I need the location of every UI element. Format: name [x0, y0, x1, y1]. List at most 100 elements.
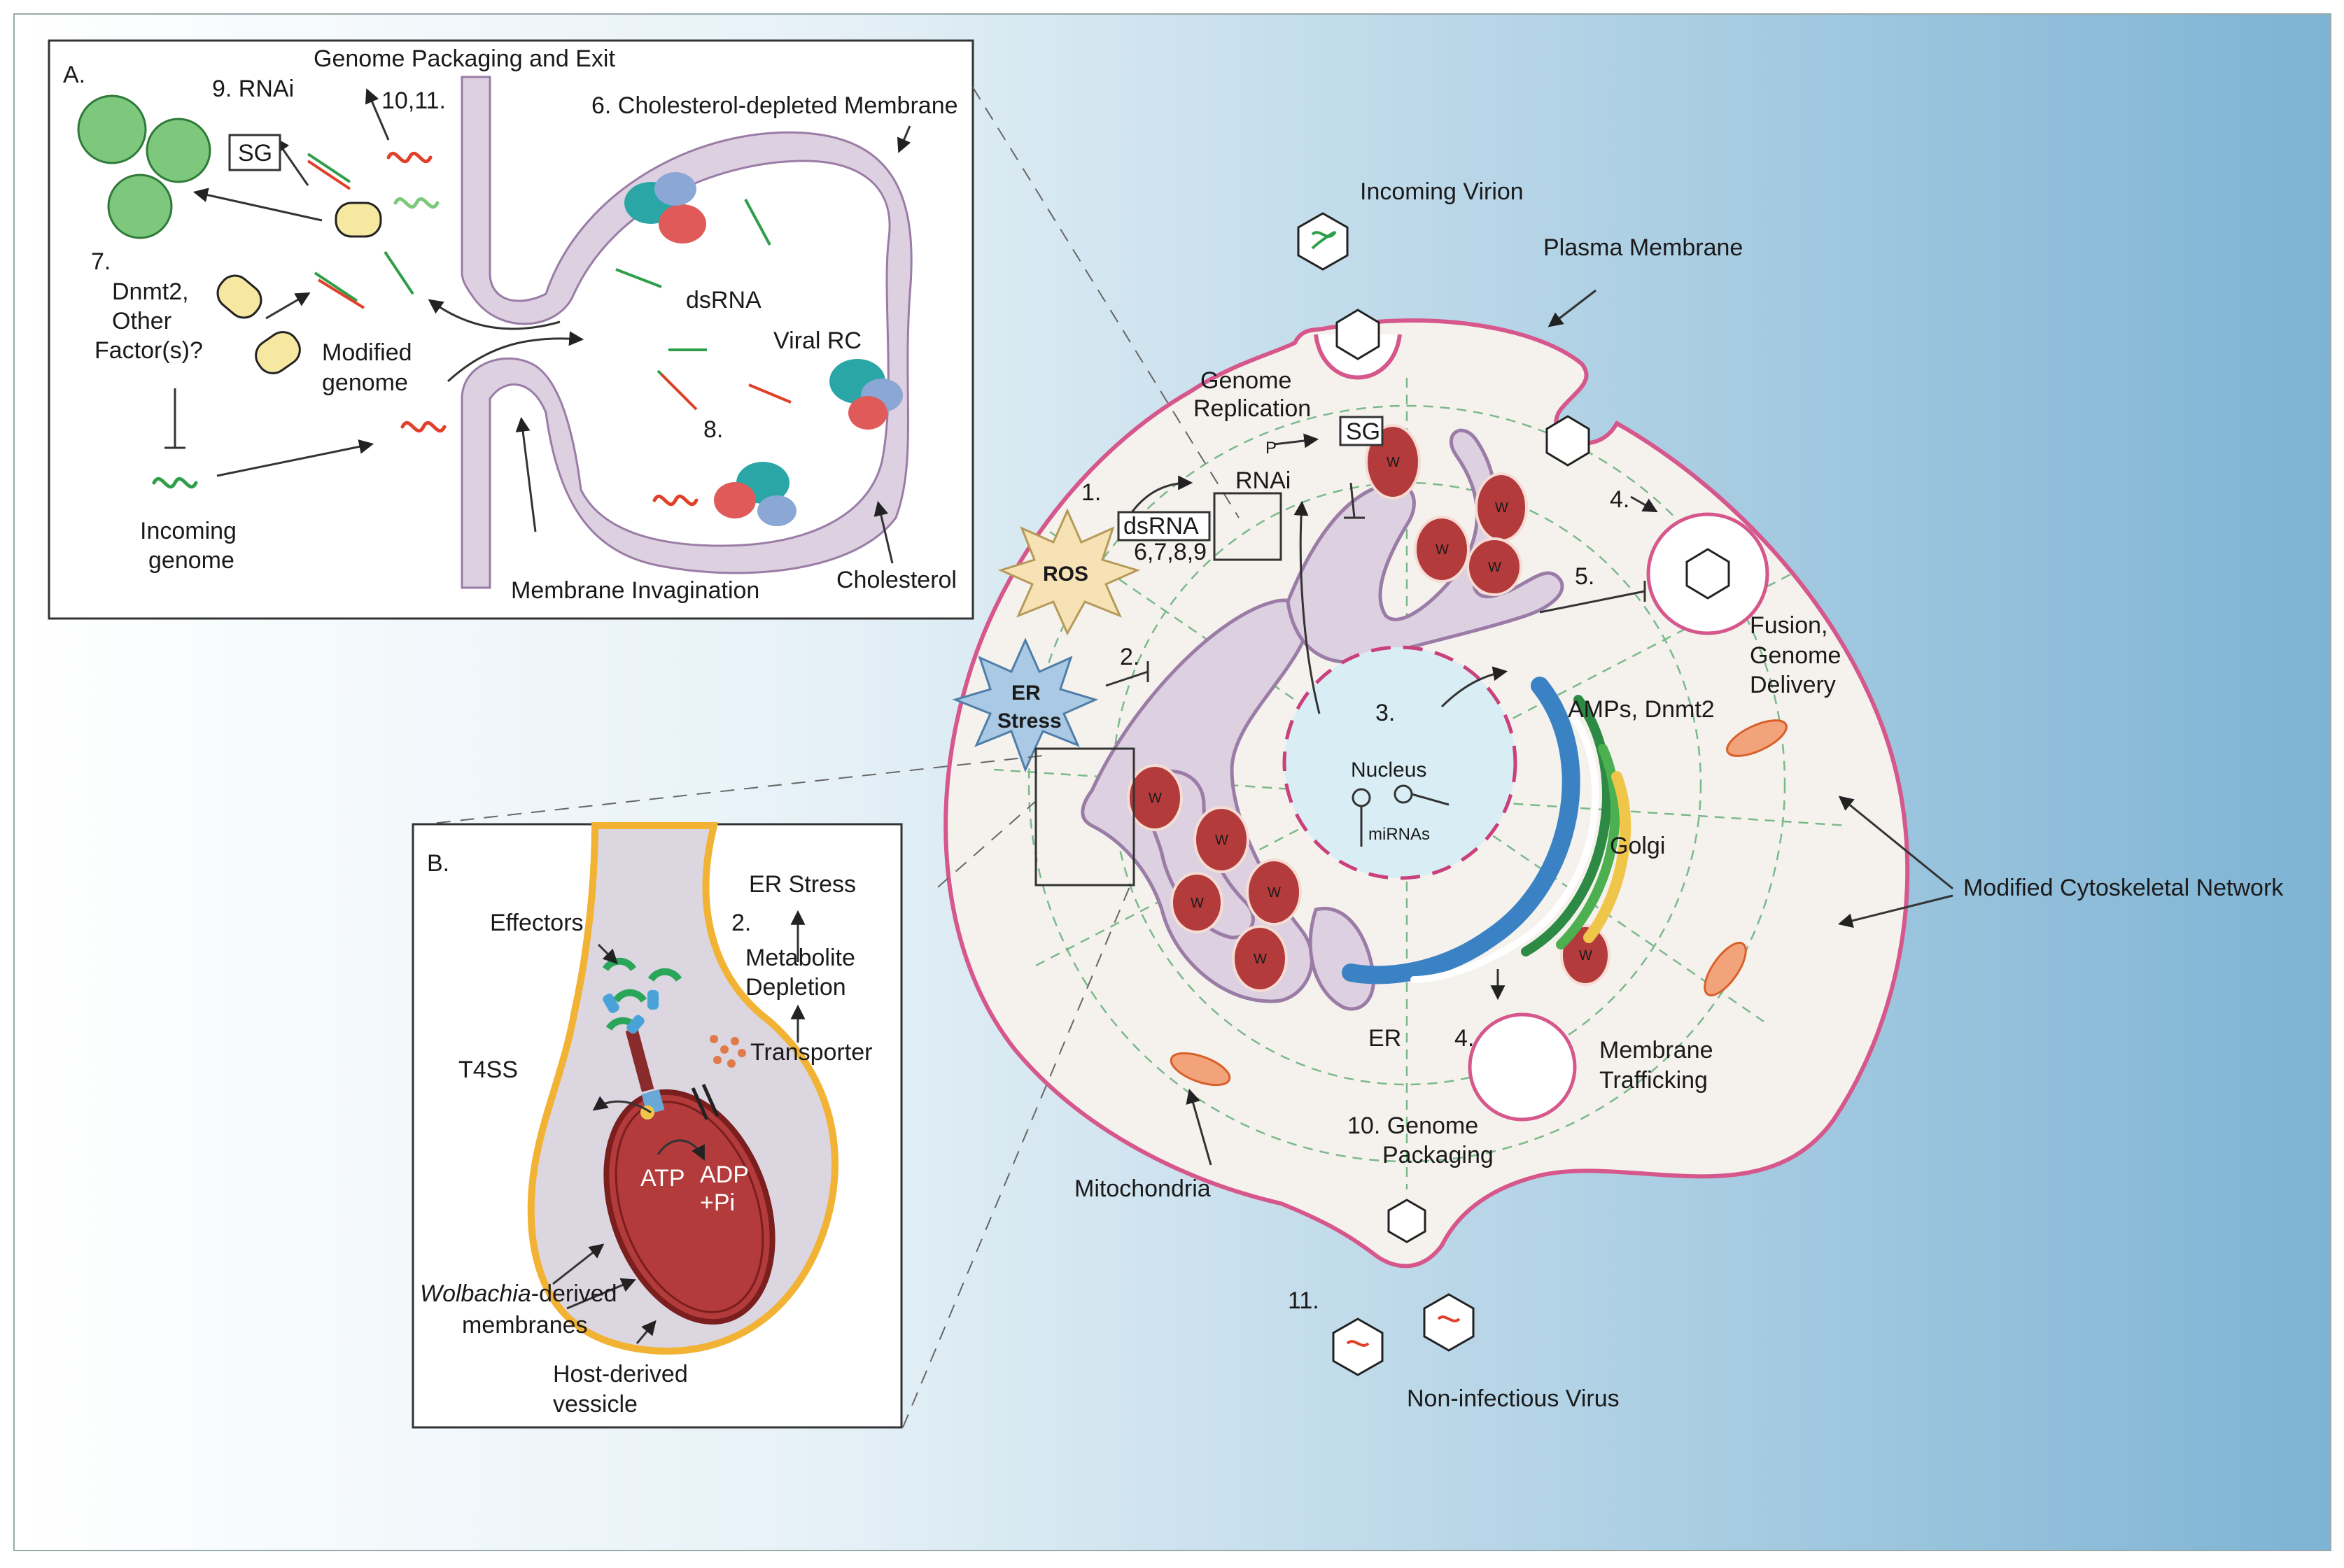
panel-b: B. Effectors T4SS ER Stress 2. Metabolit… — [412, 822, 903, 1429]
trafficking-vesicle — [1468, 1012, 1577, 1122]
step-2-label-b: 2. — [731, 910, 751, 936]
wolbachia-mark: W — [1387, 455, 1400, 470]
er-label: ER — [1368, 1025, 1401, 1052]
ros-label: ROS — [1043, 563, 1088, 586]
zoom-lines — [412, 87, 1240, 1428]
transporter-line-2 — [701, 1083, 720, 1117]
incoming-virion-label: Incoming Virion — [1360, 178, 1524, 205]
dnmt2-label: Dnmt2, — [112, 278, 189, 305]
step-4-label: 4. — [1610, 486, 1629, 513]
er-stress-star — [952, 637, 1099, 772]
plasma-membrane-label: Plasma Membrane — [1543, 234, 1743, 261]
rnai-label: 9. RNAi — [212, 76, 294, 102]
panel-b-letter: B. — [427, 850, 449, 877]
vesicle-zoom-box — [1034, 747, 1135, 887]
genome-replication-label-2: Replication — [1193, 395, 1311, 422]
er-stress-label: ER — [1011, 681, 1041, 705]
wolbachia-mark: W — [1579, 948, 1592, 963]
metabolite-dots — [710, 1035, 746, 1068]
wolbachia-mark: W — [1268, 885, 1281, 900]
viral-replication-complexes — [624, 172, 903, 526]
factors-label: Factor(s)? — [94, 337, 203, 364]
panel-b-arrows — [552, 910, 806, 1344]
step-1-label: 1. — [1081, 479, 1101, 506]
non-infectious-virus-label: Non-infectious Virus — [1407, 1385, 1620, 1412]
step-3-label: 3. — [1375, 700, 1395, 726]
steps-6789-label: 6,7,8,9 — [1134, 539, 1207, 565]
trafficking-label: Trafficking — [1599, 1067, 1708, 1094]
step-11-label: 11. — [1288, 1287, 1319, 1314]
mitochondria-label: Mitochondria — [1074, 1175, 1211, 1202]
virions — [1297, 212, 1730, 1376]
panel-a-letter: A. — [63, 62, 85, 88]
adp-label: ADP — [700, 1161, 749, 1188]
dnmt2-factors — [216, 202, 382, 374]
cholesterol-depleted-label: 6. Cholesterol-depleted Membrane — [591, 92, 958, 119]
step-4-label-2: 4. — [1454, 1025, 1474, 1052]
rnai-label-cell: RNAi — [1235, 467, 1291, 494]
phospho-mark: P — [1265, 439, 1277, 458]
stress-label: Stress — [997, 709, 1062, 733]
modified-genome-label-2: genome — [322, 369, 408, 396]
panel-a: A. Genome Packaging and Exit 9. RNAi 10,… — [48, 39, 974, 620]
wolbachia-mark: W — [1191, 896, 1204, 911]
effectors-label: Effectors — [490, 910, 584, 936]
wolbachia-group — [1127, 424, 1610, 992]
derived-text: -derived — [531, 1280, 617, 1307]
transporter-label: Transporter — [750, 1039, 872, 1066]
membrane-trafficking-label: Membrane — [1599, 1037, 1713, 1064]
pi-label: +Pi — [700, 1189, 735, 1216]
modified-genome-label: Modified — [322, 339, 412, 366]
sg-label-cell: SG — [1346, 418, 1380, 445]
depletion-label: Depletion — [745, 974, 846, 1001]
invaginated-membrane — [461, 76, 913, 589]
step-2-label: 2. — [1120, 644, 1139, 670]
nucleus-label: Nucleus — [1351, 758, 1426, 782]
cell-labels: Incoming Virion Plasma Membrane Genome R… — [997, 178, 2284, 1412]
host-derived-label: Host-derived — [553, 1361, 688, 1387]
viral-rc-label: Viral RC — [773, 327, 862, 354]
wolbachia-cell — [1466, 537, 1522, 596]
cell-arrows — [1129, 289, 1953, 1166]
wolbachia-mark: W — [1436, 542, 1449, 558]
cell-inhibition-lines — [1105, 482, 1646, 687]
entering-virion-icon — [1545, 415, 1590, 467]
golgi-apparatus — [1342, 677, 1631, 984]
fusion-label: Fusion, — [1750, 612, 1828, 639]
wolbachia-labels: W W W W W W W W W W — [1149, 455, 1592, 967]
packaged-virion-icon — [1387, 1199, 1426, 1243]
wolbachia-cell — [1232, 925, 1288, 992]
non-infectious-virion-icon-2 — [1423, 1293, 1475, 1352]
step-7-label: 7. — [91, 248, 111, 275]
wolbachia-cell — [1193, 806, 1249, 873]
incoming-genome-label-2: genome — [148, 547, 234, 574]
membranes-label: membranes — [462, 1312, 588, 1339]
delivery-label: Delivery — [1750, 672, 1836, 698]
dsrna-zoom-box — [1213, 492, 1282, 561]
genome-packaging-label: 10. Genome — [1347, 1113, 1478, 1139]
mitochondrion — [1170, 1052, 1231, 1087]
t4ss-label: T4SS — [458, 1057, 518, 1083]
vessicle-label: vessicle — [553, 1391, 638, 1418]
wolbachia-cell — [1560, 924, 1610, 986]
mitochondrion — [1704, 942, 1747, 996]
genome-label: Genome — [1750, 642, 1841, 669]
other-label: Other — [112, 308, 171, 334]
wolbachia-mark: W — [1495, 500, 1508, 516]
metabolite-label: Metabolite — [745, 945, 855, 971]
host-cell: W W W W W W W W W W — [943, 318, 1910, 1269]
genome-packaging-exit-title: Genome Packaging and Exit — [314, 45, 615, 72]
er-stress-label-b: ER Stress — [749, 871, 856, 898]
wolbachia-mark: W — [1149, 791, 1162, 806]
dsrna-box-cell — [1117, 511, 1211, 542]
dsrna-label-cell: dsRNA — [1123, 513, 1199, 539]
golgi-label: Golgi — [1610, 833, 1665, 859]
mirna-hairpins — [1352, 784, 1450, 847]
sg-box-cell — [1339, 416, 1384, 446]
step-10-11-label: 10,11. — [381, 87, 446, 114]
stress-granules — [77, 94, 211, 239]
wolbachia-derived-label: Wolbachia-derived — [420, 1280, 617, 1307]
sg-label: SG — [238, 140, 272, 167]
ros-star — [997, 508, 1141, 636]
non-infectious-virion-icon — [1332, 1318, 1384, 1376]
